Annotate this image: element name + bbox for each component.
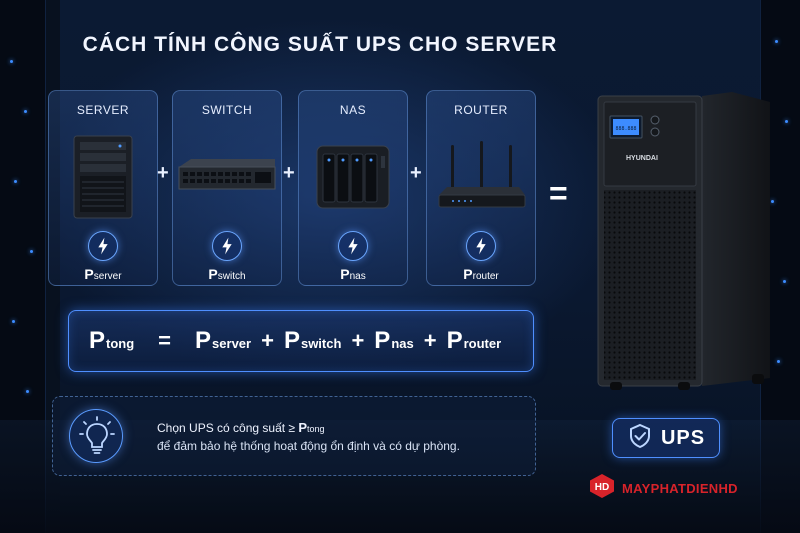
plus-operator: + bbox=[157, 162, 169, 184]
ups-screen-readout: 888.888 bbox=[615, 126, 636, 132]
lightning-bolt-icon bbox=[338, 231, 368, 261]
plus-operator: + bbox=[410, 162, 422, 184]
wifi-router-icon bbox=[427, 129, 535, 224]
device-label: SERVER bbox=[76, 103, 130, 117]
page-title: CÁCH TÍNH CÔNG SUẤT UPS CHO SERVER bbox=[82, 33, 558, 56]
power-variable: Pnas bbox=[340, 266, 366, 282]
brand-name: MAYPHATDIENHD bbox=[622, 480, 738, 496]
tip-line-2: để đảm bảo hệ thống hoạt động ổn định và… bbox=[157, 439, 460, 453]
device-label: SWITCH bbox=[201, 103, 253, 117]
device-label: ROUTER bbox=[454, 103, 508, 117]
formula-equals: = bbox=[158, 328, 172, 353]
formula-plus: + bbox=[261, 328, 274, 353]
ups-badge-label: UPS bbox=[660, 426, 706, 449]
nas-storage-icon bbox=[299, 129, 407, 224]
ups-unit-illustration: 888.888 HYUNDAI bbox=[592, 90, 776, 392]
lightning-bolt-icon bbox=[212, 231, 242, 261]
tip-box: Chọn UPS có công suất ≥ Ptong để đảm bảo… bbox=[52, 396, 536, 476]
brand-logo-icon: HD bbox=[588, 473, 616, 504]
lightbulb-icon bbox=[69, 409, 123, 463]
lightning-bolt-icon bbox=[88, 231, 118, 261]
device-card-nas: NAS Pnas bbox=[298, 90, 408, 286]
device-card-switch: SWITCH Pswitch bbox=[172, 90, 282, 286]
ups-badge: UPS bbox=[612, 418, 720, 458]
formula-plus: + bbox=[423, 328, 437, 353]
network-switch-icon bbox=[173, 129, 281, 224]
server-tower-icon bbox=[49, 129, 157, 224]
tip-line-1: Chọn UPS có công suất ≥ Ptong bbox=[157, 420, 325, 435]
device-card-server: SERVER Pserver bbox=[48, 90, 158, 286]
lightning-bolt-icon bbox=[466, 231, 496, 261]
power-variable: Pswitch bbox=[208, 266, 246, 282]
device-card-router: ROUTER Prouter bbox=[426, 90, 536, 286]
power-variable: Pserver bbox=[84, 266, 122, 282]
formula-plus: + bbox=[351, 328, 365, 353]
device-label: NAS bbox=[339, 103, 367, 117]
shield-check-icon bbox=[627, 423, 653, 454]
svg-text:HD: HD bbox=[595, 482, 609, 493]
plus-operator: + bbox=[283, 162, 295, 184]
ups-brand-label: HYUNDAI bbox=[626, 155, 658, 162]
equals-operator: = bbox=[549, 175, 568, 211]
power-variable: Prouter bbox=[463, 266, 499, 282]
brand-watermark: HD MAYPHATDIENHD bbox=[588, 473, 738, 504]
